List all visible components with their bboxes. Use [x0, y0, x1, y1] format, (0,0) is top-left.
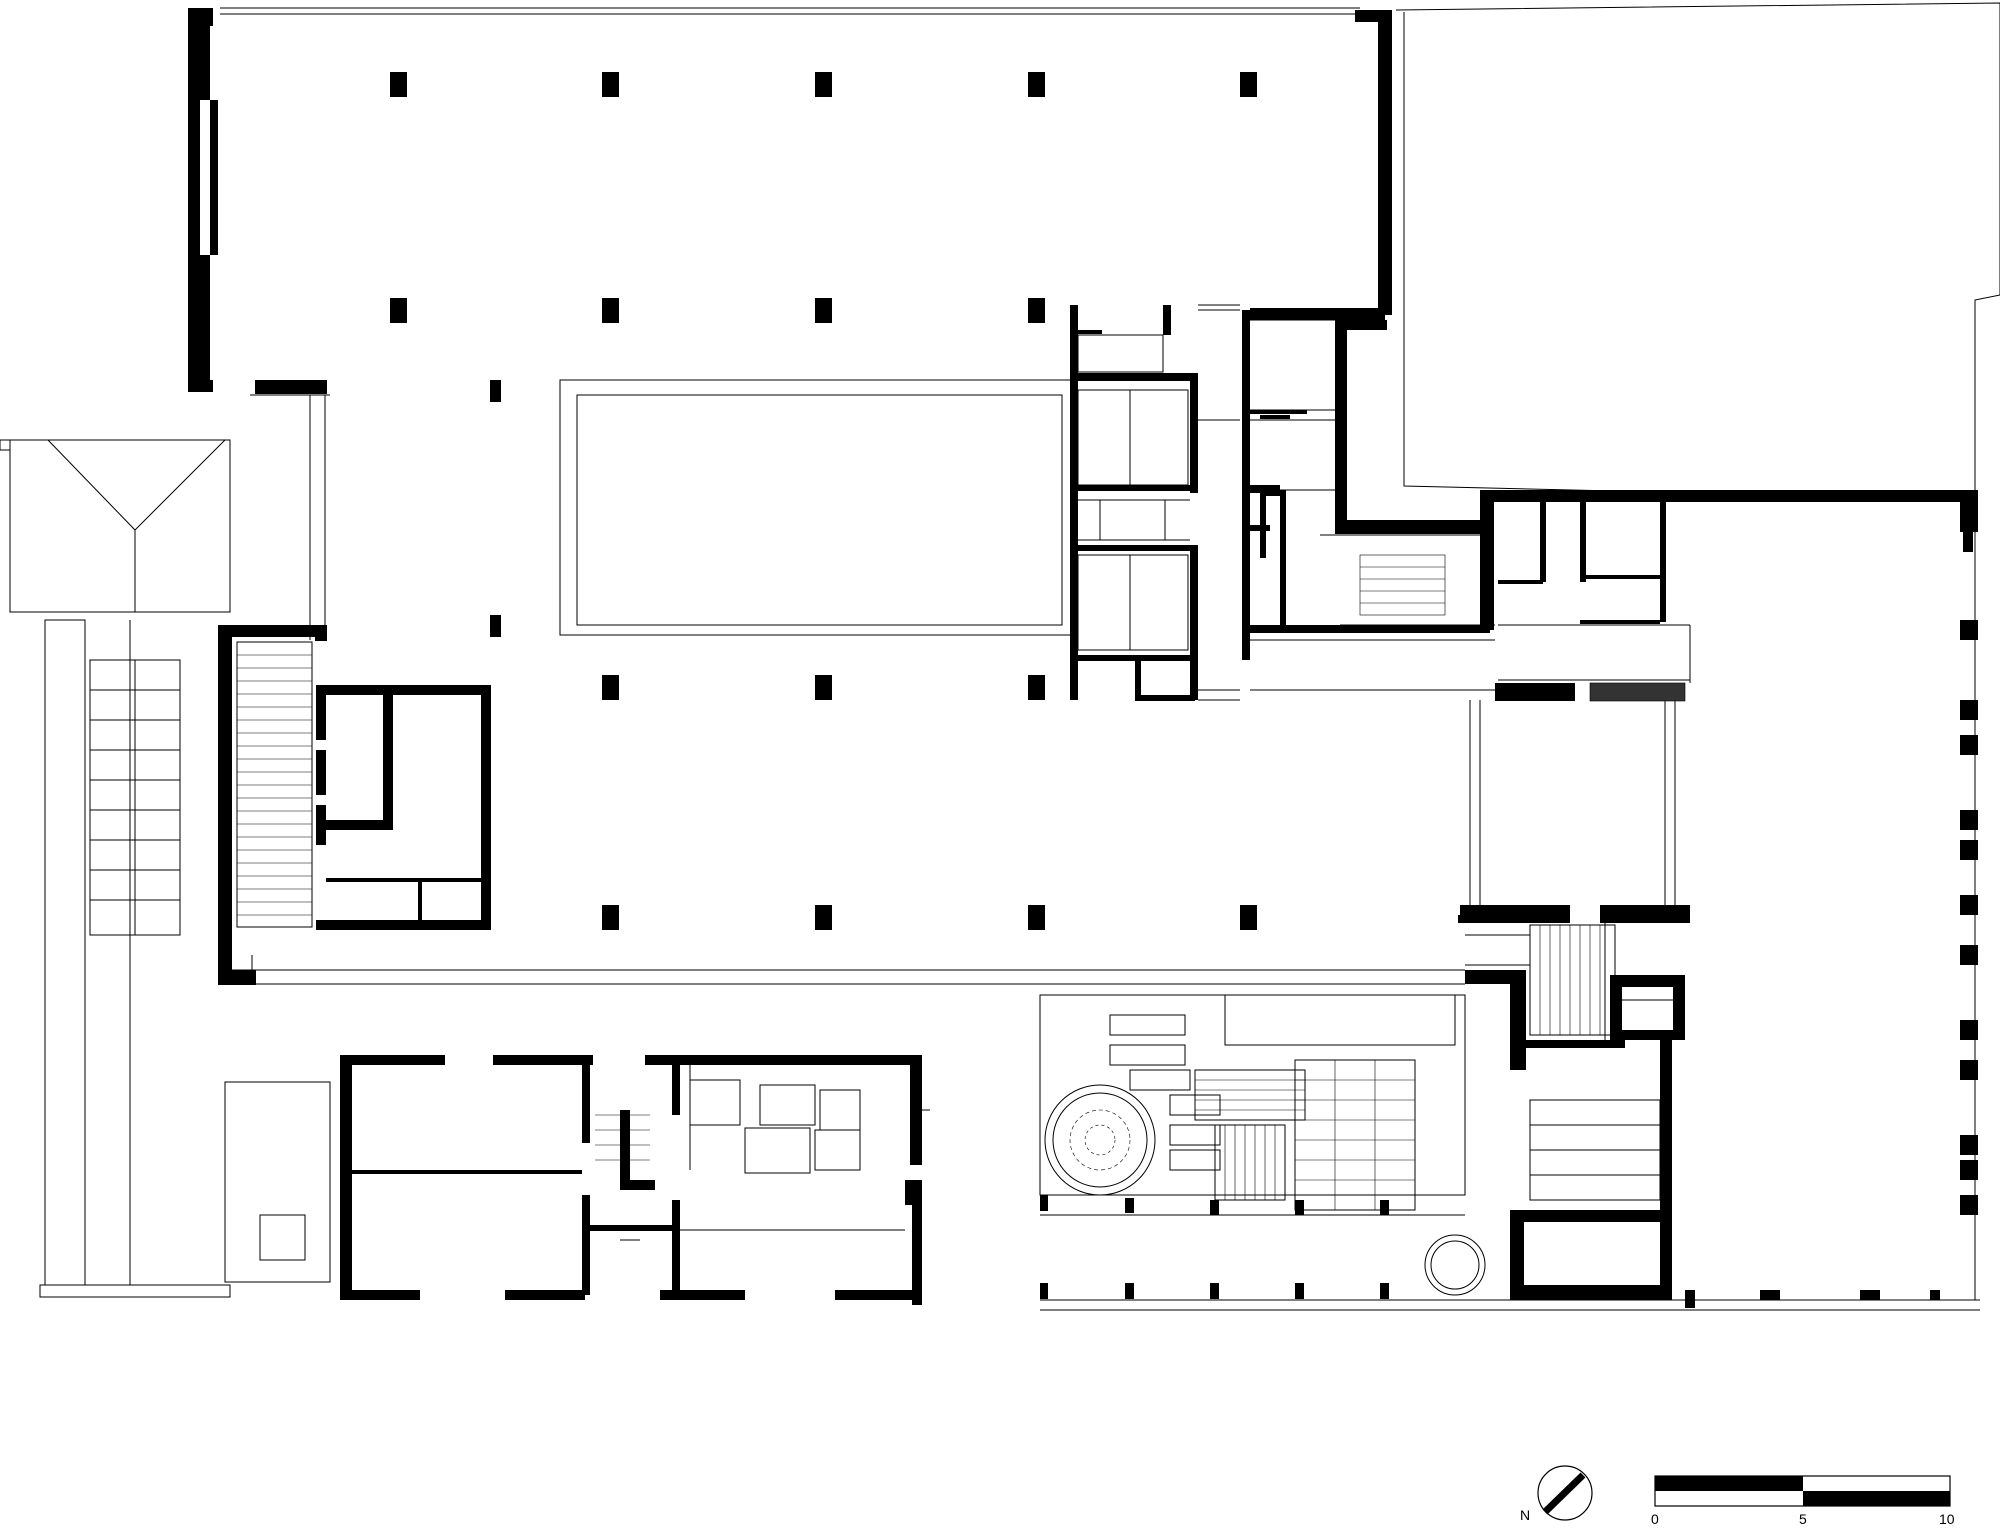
scale-bar: 0 5 10 [1651, 1475, 1955, 1527]
context-outlines [0, 2, 2000, 1311]
stair-hatching [237, 554, 1686, 1210]
north-arrow-icon [1537, 1465, 1593, 1521]
north-arrow-needle [1542, 1472, 1586, 1515]
north-arrow: N [1520, 1465, 1593, 1523]
scale-bar-segment-1 [1655, 1476, 1803, 1491]
scale-bar-segment-2 [1803, 1491, 1950, 1506]
scale-tick-10: 10 [1939, 1511, 1955, 1527]
scale-tick-0: 0 [1651, 1511, 1659, 1527]
scale-tick-5: 5 [1799, 1511, 1807, 1527]
structural-walls [188, 8, 1978, 1308]
interior-lines [250, 304, 1691, 1241]
north-arrow-label: N [1520, 1507, 1530, 1523]
